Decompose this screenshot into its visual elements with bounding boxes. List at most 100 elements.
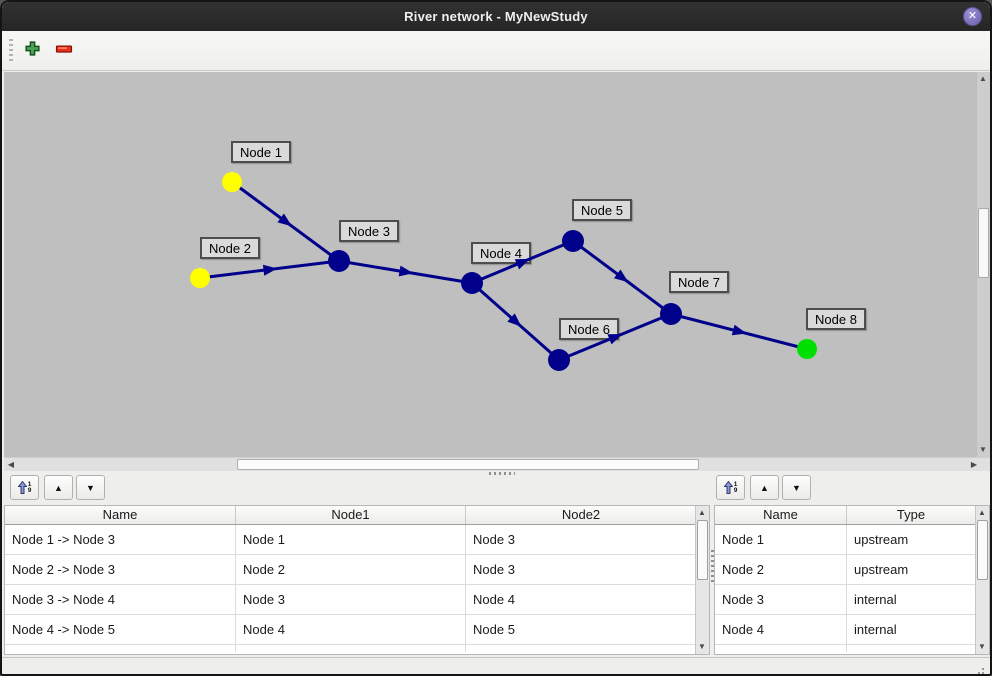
nodes-table-scroll-thumb[interactable] <box>977 520 988 580</box>
edges-table-cell: Node 4 <box>466 585 697 614</box>
edges-move-down-button[interactable]: ▼ <box>76 475 105 500</box>
window-title: River network - MyNewStudy <box>404 9 588 24</box>
node-label-node-4: Node 4 <box>471 242 531 264</box>
close-button[interactable]: ✕ <box>963 7 982 26</box>
edge-direction-arrow-icon <box>262 264 278 276</box>
edges-table-cell: Node 4 <box>236 615 466 644</box>
nodes-table-cell: Node 3 <box>715 585 847 614</box>
edges-table-cell: Node 3 <box>466 525 697 554</box>
nodes-move-up-button[interactable]: ▲ <box>750 475 779 500</box>
edges-table-cell: Node 1 -> Node 3 <box>5 525 236 554</box>
edges-table-cell: Node 5 <box>466 615 697 644</box>
graph-node-node-5[interactable] <box>562 230 584 252</box>
graph-node-node-4[interactable] <box>461 272 483 294</box>
graph-node-node-8[interactable] <box>797 339 817 359</box>
graph-node-node-7[interactable] <box>660 303 682 325</box>
nodes-move-down-button[interactable]: ▼ <box>782 475 811 500</box>
nodes-table-cell <box>715 645 847 652</box>
scroll-up-arrow[interactable]: ▲ <box>979 74 987 83</box>
scroll-right-arrow[interactable]: ▶ <box>970 460 978 469</box>
nodes-table-cell: Node 1 <box>715 525 847 554</box>
node-label-node-3: Node 3 <box>339 220 399 242</box>
edge-direction-arrow-icon <box>277 213 292 227</box>
graph-node-node-3[interactable] <box>328 250 350 272</box>
down-triangle-icon: ▼ <box>792 482 801 493</box>
edges-table-scrollbar[interactable]: ▲ ▼ <box>695 506 709 654</box>
canvas-horizontal-scrollbar[interactable]: ◀ ▶ <box>4 457 990 471</box>
edges-table-cell: Node 3 <box>236 585 466 614</box>
title-bar[interactable]: River network - MyNewStudy ✕ <box>2 2 990 31</box>
graph-node-node-6[interactable] <box>548 349 570 371</box>
canvas-vertical-scrollbar[interactable]: ▲ ▼ <box>976 72 990 457</box>
horizontal-pane-splitter[interactable] <box>2 471 990 476</box>
edges-table-cell <box>236 645 466 652</box>
nodes-table-cell: internal <box>847 585 976 614</box>
edge-direction-arrow-icon <box>731 324 747 336</box>
scroll-left-arrow[interactable]: ◀ <box>7 460 15 469</box>
canvas-hscroll-thumb[interactable] <box>237 459 699 470</box>
scroll-down-arrow[interactable]: ▼ <box>979 445 987 454</box>
main-toolbar <box>2 31 990 71</box>
edge-direction-arrow-icon <box>514 258 530 270</box>
nodes-table-scrollbar[interactable]: ▲ ▼ <box>975 506 989 654</box>
edges-table-scroll-thumb[interactable] <box>697 520 708 580</box>
edges-table-cell: Node 2 -> Node 3 <box>5 555 236 584</box>
status-bar <box>2 657 990 674</box>
node-label-node-2: Node 2 <box>200 237 260 259</box>
close-icon: ✕ <box>967 10 978 22</box>
remove-node-button[interactable] <box>51 38 77 64</box>
nodes-table-cell <box>847 645 976 652</box>
edge-direction-arrow-icon <box>607 334 623 345</box>
scroll-up-arrow[interactable]: ▲ <box>698 508 706 517</box>
edges-table-column-header[interactable]: Node1 <box>236 506 466 524</box>
edges-table-cell: Node 2 <box>236 555 466 584</box>
canvas-vscroll-thumb[interactable] <box>978 208 989 278</box>
edge-direction-arrow-icon <box>613 269 629 283</box>
up-triangle-icon: ▲ <box>54 482 63 493</box>
nodes-table-column-header[interactable]: Name <box>715 506 847 524</box>
toolbar-drag-handle[interactable] <box>9 39 13 63</box>
node-label-node-1: Node 1 <box>231 141 291 163</box>
nodes-table-cell: Node 4 <box>715 615 847 644</box>
node-label-node-7: Node 7 <box>669 271 729 293</box>
vertical-pane-splitter[interactable] <box>710 505 714 655</box>
scroll-down-arrow[interactable]: ▼ <box>698 642 706 651</box>
graph-node-node-2[interactable] <box>190 268 210 288</box>
graph-node-node-1[interactable] <box>222 172 242 192</box>
nodes-table-column-header[interactable]: Type <box>847 506 976 524</box>
scroll-down-arrow[interactable]: ▼ <box>978 642 986 651</box>
nodes-table-cell: internal <box>847 615 976 644</box>
scroll-up-arrow[interactable]: ▲ <box>978 508 986 517</box>
edges-table-column-header[interactable]: Node2 <box>466 506 697 524</box>
splitter-handle-dots <box>711 550 714 584</box>
edges-table-cell: Node 1 <box>236 525 466 554</box>
nodes-table-row-partial <box>715 645 976 652</box>
add-node-button[interactable] <box>19 38 45 64</box>
node-label-node-5: Node 5 <box>572 199 632 221</box>
nodes-table-cell: Node 2 <box>715 555 847 584</box>
window-resize-grip[interactable] <box>982 668 984 670</box>
minus-icon <box>55 42 73 60</box>
edges-move-up-button[interactable]: ▲ <box>44 475 73 500</box>
river-graph-svg <box>190 172 817 371</box>
edges-table-cell: Node 4 -> Node 5 <box>5 615 236 644</box>
edges-table-column-header[interactable]: Name <box>5 506 236 524</box>
